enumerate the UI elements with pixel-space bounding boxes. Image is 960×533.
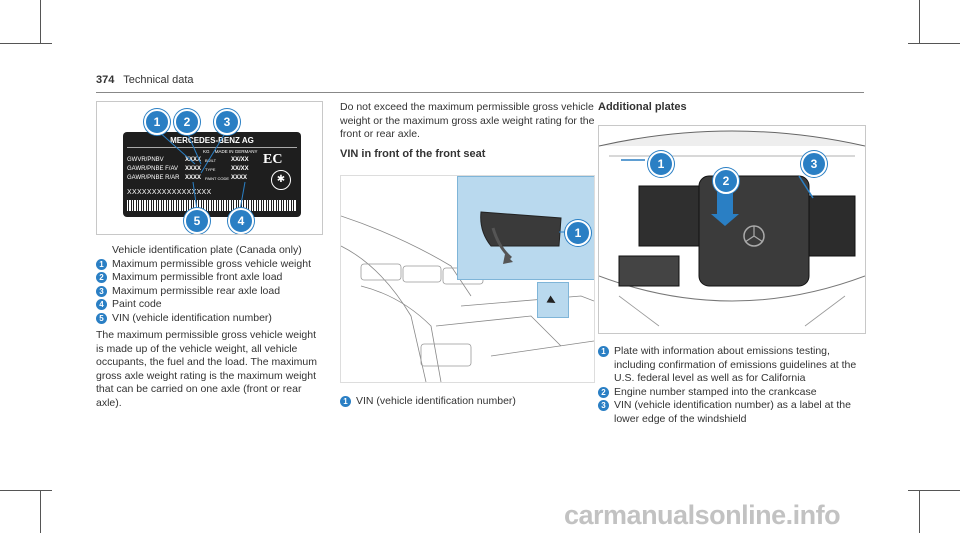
right-column-heading: Additional plates [598, 101, 864, 115]
identification-plate: MERCEDES-BENZ AG KG MADE IN GERMANY GWVR… [123, 132, 301, 217]
crop-mark [908, 43, 960, 44]
section-title: Technical data [123, 74, 194, 86]
page-header: 374 Technical data [96, 74, 194, 86]
interior-drawing [341, 215, 594, 382]
callout-4: 4 [228, 208, 254, 234]
header-rule [96, 92, 864, 93]
plate-rows: GWVR/PNBV XXXX BUILT XX/XX GAWR/PNBE F/A… [127, 156, 255, 183]
plate-row: GAWR/PNBE F/AV XXXX TYPE XX/XX [127, 166, 249, 172]
seat-vin-figure: 1 [340, 175, 595, 383]
plate-vin: XXXXXXXXXXXXXXXXX [127, 189, 212, 196]
plate-figure: MERCEDES-BENZ AG KG MADE IN GERMANY GWVR… [96, 101, 323, 235]
callout-2: 2 [713, 168, 739, 194]
engine-bay-figure: 1 2 3 [598, 125, 866, 334]
watermark: carmanualsonline.info [564, 500, 841, 530]
plate-row: GWVR/PNBV XXXX BUILT XX/XX [127, 157, 249, 163]
callout-1: 1 [565, 220, 591, 246]
crop-mark [40, 490, 41, 533]
detail-inset [537, 282, 569, 318]
crop-mark [0, 43, 52, 44]
middle-column-text: Do not exceed the maximum permissible gr… [340, 101, 595, 161]
plate-row: GAWR/PNBE R/AR XXXX PAINT CODE XXXX [127, 175, 248, 181]
crop-mark [40, 0, 41, 44]
plate-caption: Vehicle identification plate (Canada onl… [112, 244, 302, 256]
plate-brand: MERCEDES-BENZ AG [170, 136, 254, 145]
vin-marker-icon [546, 295, 558, 307]
crop-mark [0, 490, 52, 491]
callout-2: 2 [174, 109, 200, 135]
maple-leaf-seal-icon: ✱ [271, 170, 291, 190]
crop-mark [919, 0, 920, 44]
arrow-head [711, 214, 739, 226]
callout-3: 3 [214, 109, 240, 135]
engine-number-arrow-icon [717, 192, 733, 214]
crop-mark [908, 490, 960, 491]
callout-1: 1 [648, 151, 674, 177]
callout-5: 5 [184, 208, 210, 234]
seat-flap-drawing [480, 211, 569, 264]
barcode [127, 200, 297, 211]
additional-plates-heading: Additional plates [598, 101, 687, 113]
crop-mark [919, 490, 920, 533]
callout-3: 3 [801, 151, 827, 177]
left-column-text: Vehicle identification plate (Canada onl… [96, 244, 322, 410]
vin-seat-heading: VIN in front of the front seat [340, 147, 486, 160]
exceed-paragraph: Do not exceed the maximum permissible gr… [340, 101, 595, 140]
plate-divider [127, 147, 297, 148]
callout-leaders [156, 129, 246, 211]
weight-paragraph: The maximum permissible gross vehicle we… [96, 329, 318, 409]
ec-mark: EC [263, 152, 283, 167]
callout-1: 1 [144, 109, 170, 135]
plate-made-in: KG MADE IN GERMANY [203, 149, 258, 154]
page-number: 374 [96, 74, 115, 86]
